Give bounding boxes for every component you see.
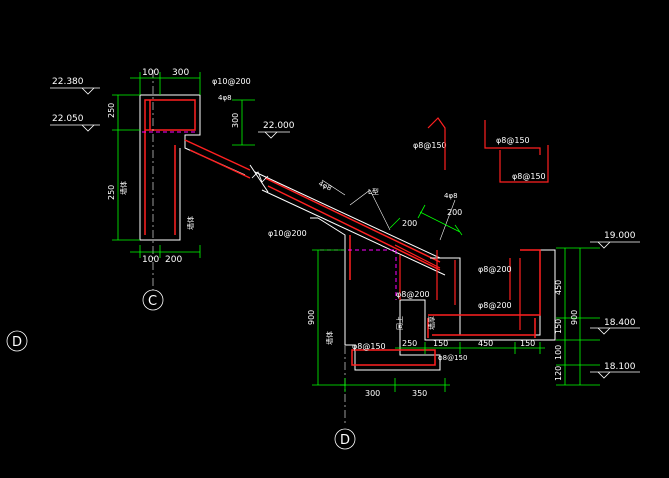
slab-rebar <box>264 177 441 271</box>
axis-c-label: C <box>148 294 157 309</box>
dim-right-450: 450 <box>554 280 563 295</box>
detail-hook-1 <box>427 117 446 170</box>
slab-break-mark <box>251 171 269 183</box>
note-n1: 墙体 <box>119 181 128 195</box>
slab-outline <box>249 164 446 276</box>
detail-stirrup <box>499 145 549 183</box>
dim-lower-150b: 150 <box>520 339 535 348</box>
dim-bot-100: 100 <box>142 255 159 265</box>
axis-d-bottom-bubble <box>334 428 356 450</box>
lower-section-texts: 19.000 18.400 18.100 φ8@200 φ8@200 φ8@20… <box>352 136 636 398</box>
dim-right-100: 100 <box>554 345 563 360</box>
upper-slab-rebar <box>184 139 251 179</box>
elevation-22-380: 22.380 <box>52 77 84 87</box>
upper-left-section <box>50 70 290 290</box>
detail-hook-2 <box>484 120 541 155</box>
upper-elevation-markers <box>50 87 290 139</box>
elevation-22-050: 22.050 <box>52 114 84 124</box>
dim-top-300: 300 <box>172 68 189 78</box>
elevation-18-400: 18.400 <box>604 318 636 328</box>
slab-leaders <box>321 179 456 241</box>
dim-right-300: 300 <box>231 113 240 128</box>
lower-dimension-lines <box>312 204 600 392</box>
note-n6: 墙厚 <box>427 316 436 330</box>
rebar-label-r9: φ8@150 <box>512 172 546 181</box>
lower-elevation-markers <box>590 241 640 379</box>
elevation-22-000: 22.000 <box>263 121 295 131</box>
lower-rebar-detail <box>394 244 521 330</box>
rebar-label-r4: φ8@200 <box>396 290 430 299</box>
rebar-label-r3: φ8@200 <box>478 265 512 274</box>
note-n2: 墙体 <box>186 216 195 230</box>
dim-lower-900: 900 <box>307 310 316 325</box>
upper-left-texts: 22.380 22.050 22.000 100 300 100 200 φ10… <box>52 68 307 265</box>
note-n3: L型 <box>368 187 379 196</box>
rebar-label-r8: φ8@150 <box>496 136 530 145</box>
dim-left-250b: 250 <box>107 185 116 200</box>
axis-c-bubble <box>142 289 164 311</box>
elevation-18-100: 18.100 <box>604 362 636 372</box>
rebar-label-r7: φ8@150 <box>413 141 447 150</box>
note-n5: 同上 <box>395 316 404 330</box>
upper-dimension-lines <box>112 72 255 258</box>
elevation-19-000: 19.000 <box>604 231 636 241</box>
dim-lower-350: 350 <box>412 389 427 398</box>
lower-rebar-cage <box>349 235 541 366</box>
dim-lower-450: 450 <box>478 339 493 348</box>
dim-top-100: 100 <box>142 68 159 78</box>
rebar-label-r13: φ8@150 <box>438 354 467 362</box>
rebar-label-r12: 4φ8 <box>444 192 458 200</box>
dim-lower-300: 300 <box>365 389 380 398</box>
dim-lower-150a: 150 <box>433 339 448 348</box>
upper-left-rotated-texts: 250 250 300 墙体 墙体 <box>107 103 240 230</box>
rebar-label-r1: φ10@200 <box>212 77 251 86</box>
rebar-label-r11: 4φ8 <box>317 180 333 193</box>
upper-rebar-cage <box>144 99 196 235</box>
rebar-label-r10: 4φ8 <box>218 94 232 102</box>
dim-lower-200b: 200 <box>402 219 417 228</box>
rebar-label-r6: φ8@150 <box>352 342 386 351</box>
dim-lower-250: 250 <box>402 339 417 348</box>
axis-d-left-label: D <box>12 335 22 350</box>
dim-right-120: 120 <box>554 366 563 381</box>
dim-bot-200: 200 <box>165 255 182 265</box>
note-n4: 墙体 <box>325 331 334 345</box>
rebar-label-r2: φ10@200 <box>268 229 307 238</box>
axis-d-left-bubble <box>6 330 28 352</box>
dim-lower-200: 200 <box>447 208 462 217</box>
dim-left-250a: 250 <box>107 103 116 118</box>
lower-section <box>310 204 640 425</box>
dim-right-150: 150 <box>554 319 563 334</box>
axis-d-bottom-label: D <box>340 433 350 448</box>
dim-right-900: 900 <box>570 310 579 325</box>
stair-slab: 4φ8 L型 4φ8 <box>249 164 458 276</box>
rebar-label-r5: φ8@200 <box>478 301 512 310</box>
lower-rotated-texts: 900 墙体 同上 墙厚 450 150 100 120 900 <box>307 280 579 381</box>
rebar-detail-sketches <box>427 117 549 183</box>
